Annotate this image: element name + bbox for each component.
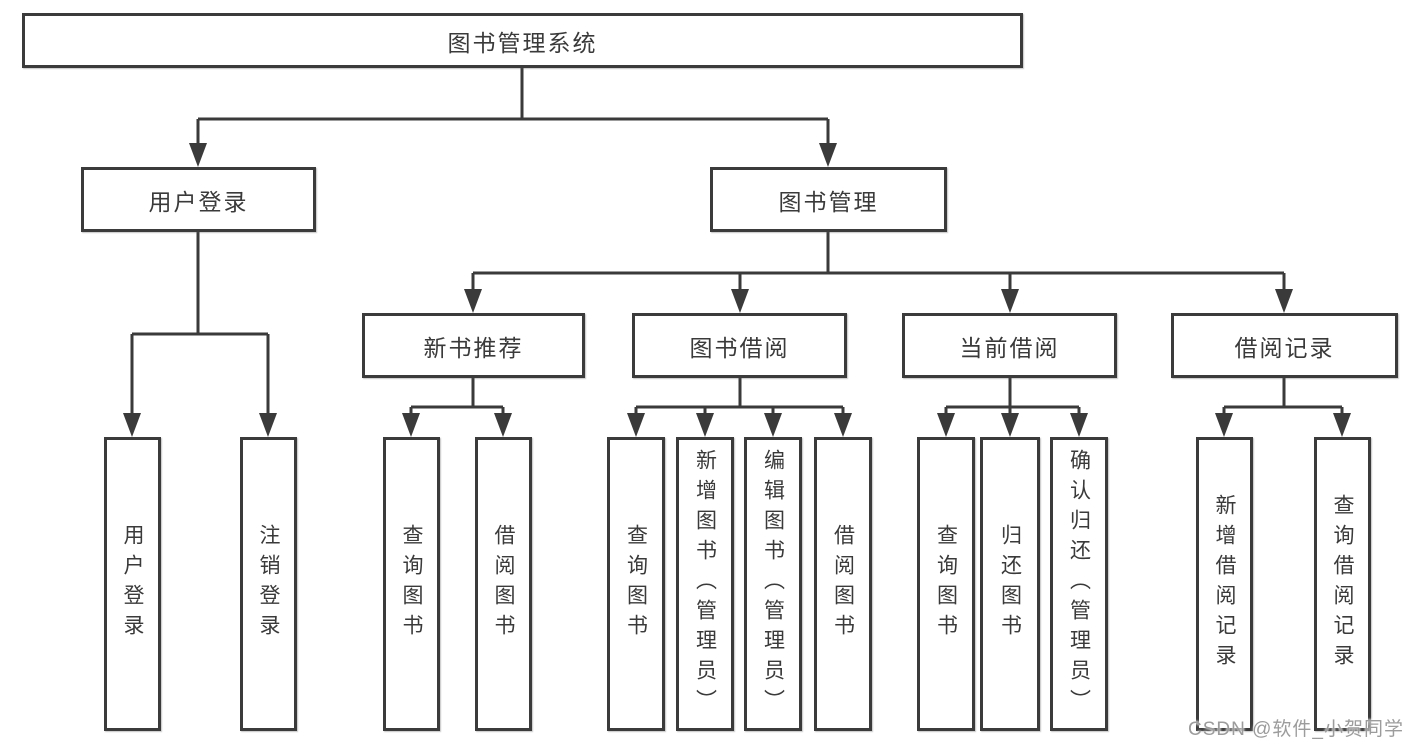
arrow-down-icon bbox=[1275, 289, 1293, 313]
arrow-down-icon bbox=[834, 413, 852, 437]
leaf-label: 确认归还（管理员） bbox=[1067, 449, 1091, 719]
leaf-borrow-books-newbook: 借阅图书 bbox=[475, 437, 532, 731]
arrow-down-icon bbox=[1001, 413, 1019, 437]
node-current-borrowing: 当前借阅 bbox=[902, 313, 1117, 378]
leaf-label: 查询借阅记录 bbox=[1331, 494, 1354, 674]
node-book-borrowing: 图书借阅 bbox=[632, 313, 847, 378]
node-label: 图书管理系统 bbox=[447, 29, 598, 56]
leaf-label: 新增借阅记录 bbox=[1213, 494, 1236, 674]
leaf-label: 新增图书（管理员） bbox=[693, 449, 717, 719]
leaf-query-books-newbook: 查询图书 bbox=[383, 437, 440, 731]
node-label: 图书管理 bbox=[778, 188, 879, 215]
leaf-query-books-borrow: 查询图书 bbox=[607, 437, 665, 731]
node-label: 新书推荐 bbox=[423, 334, 524, 361]
leaf-label: 编辑图书（管理员） bbox=[761, 449, 785, 719]
node-label: 图书借阅 bbox=[689, 334, 790, 361]
arrow-down-icon bbox=[731, 289, 749, 313]
arrow-down-icon bbox=[937, 413, 955, 437]
node-label: 借阅记录 bbox=[1234, 334, 1335, 361]
arrow-down-icon bbox=[1215, 413, 1233, 437]
node-user-login: 用户登录 bbox=[81, 167, 316, 232]
leaf-label: 查询图书 bbox=[624, 524, 648, 644]
leaf-label: 用户登录 bbox=[121, 524, 144, 644]
node-label: 用户登录 bbox=[148, 188, 249, 215]
leaf-label: 查询图书 bbox=[934, 524, 958, 644]
leaf-query-borrow-record: 查询借阅记录 bbox=[1314, 437, 1371, 731]
leaf-label: 借阅图书 bbox=[492, 524, 515, 644]
arrow-down-icon bbox=[1001, 289, 1019, 313]
node-label: 当前借阅 bbox=[959, 334, 1060, 361]
arrow-down-icon bbox=[819, 143, 837, 167]
arrow-down-icon bbox=[696, 413, 714, 437]
leaf-edit-books-admin: 编辑图书（管理员） bbox=[744, 437, 802, 731]
node-borrowing-records: 借阅记录 bbox=[1171, 313, 1398, 378]
leaf-borrow-books: 借阅图书 bbox=[814, 437, 872, 731]
arrow-down-icon bbox=[402, 413, 420, 437]
node-library-management-system: 图书管理系统 bbox=[22, 13, 1023, 68]
leaf-add-books-admin: 新增图书（管理员） bbox=[676, 437, 734, 731]
arrow-down-icon bbox=[764, 413, 782, 437]
leaf-logout: 注销登录 bbox=[240, 437, 297, 731]
leaf-query-books-current: 查询图书 bbox=[917, 437, 975, 731]
leaf-label: 归还图书 bbox=[998, 524, 1022, 644]
csdn-watermark: CSDN @软件_小贺同学 bbox=[1188, 719, 1404, 740]
leaf-user-login: 用户登录 bbox=[104, 437, 161, 731]
arrow-down-icon bbox=[1333, 413, 1351, 437]
leaf-label: 借阅图书 bbox=[831, 524, 855, 644]
leaf-add-borrow-record: 新增借阅记录 bbox=[1196, 437, 1253, 731]
leaf-return-books: 归还图书 bbox=[980, 437, 1040, 731]
arrow-down-icon bbox=[494, 413, 512, 437]
leaf-confirm-return-admin: 确认归还（管理员） bbox=[1050, 437, 1108, 731]
leaf-label: 注销登录 bbox=[257, 524, 280, 644]
arrow-down-icon bbox=[259, 413, 277, 437]
arrow-down-icon bbox=[464, 289, 482, 313]
arrow-down-icon bbox=[123, 413, 141, 437]
leaf-label: 查询图书 bbox=[400, 524, 423, 644]
node-book-management: 图书管理 bbox=[710, 167, 947, 232]
arrow-down-icon bbox=[627, 413, 645, 437]
arrow-down-icon bbox=[189, 143, 207, 167]
node-new-book-recommendation: 新书推荐 bbox=[362, 313, 585, 378]
arrow-down-icon bbox=[1070, 413, 1088, 437]
